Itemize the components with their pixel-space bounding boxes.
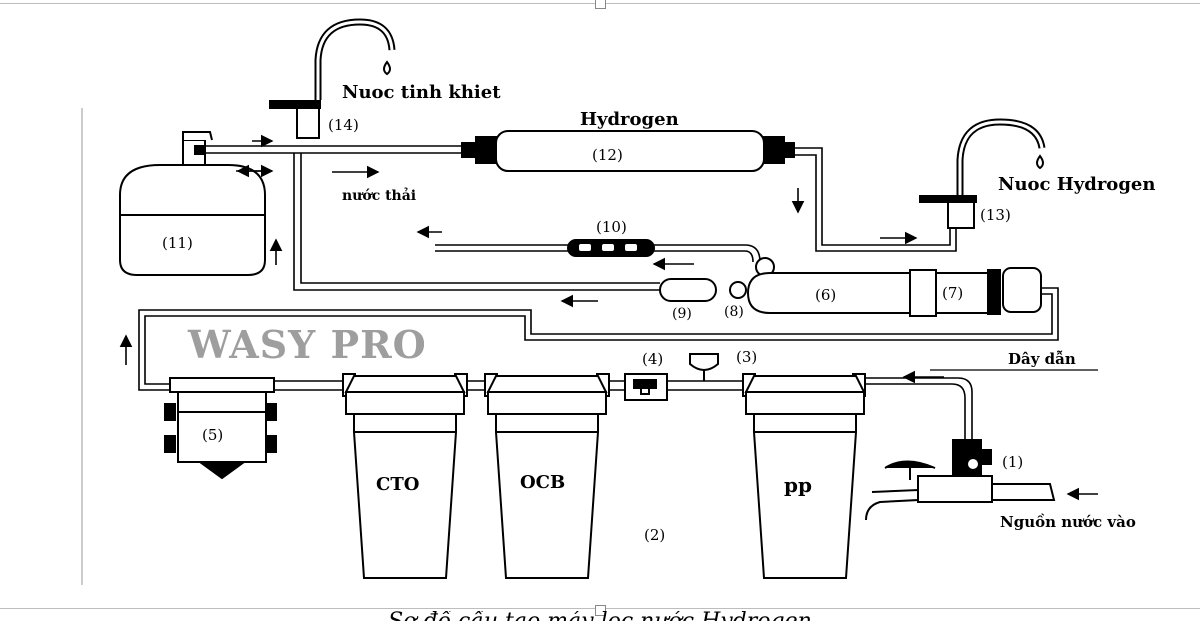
part-4: (4) <box>642 350 663 368</box>
label-hydrogen-water: Nuoc Hydrogen <box>998 174 1155 195</box>
faucet-13 <box>919 118 1046 229</box>
label-ocb: OCB <box>520 472 565 493</box>
part-10: (10) <box>596 218 627 236</box>
part-11: (11) <box>162 234 193 252</box>
label-water-source: Nguồn nước vào <box>1000 513 1136 531</box>
booster-pump-5 <box>164 377 277 480</box>
resize-handle-bottom[interactable] <box>595 605 606 616</box>
label-pp: pp <box>784 473 812 497</box>
resize-handle-top[interactable] <box>595 0 606 9</box>
figure-caption: Sơ đồ cấu tạo máy lọc nước Hydrogen <box>0 611 1200 621</box>
watermark-text: WASY PRO <box>187 322 427 367</box>
filter-ocb <box>484 373 610 579</box>
part-5: (5) <box>202 426 223 444</box>
tubing <box>138 145 1098 440</box>
label-wire: Dây dẫn <box>1008 350 1076 368</box>
part-8: (8) <box>724 304 744 320</box>
valve-9 <box>659 278 717 302</box>
part-6: (6) <box>815 286 836 304</box>
filter-cto <box>342 373 468 579</box>
part-9: (9) <box>672 306 692 322</box>
hydrogen-filter-12 <box>461 130 795 172</box>
label-waste-water: nước thải <box>342 187 416 204</box>
part-14: (14) <box>328 116 359 134</box>
flow-restrictor-10 <box>567 239 655 257</box>
flow-arrows <box>119 134 1098 501</box>
solenoid-valve-3 <box>689 353 719 381</box>
storage-tank-11 <box>119 131 266 276</box>
label-pure-water: Nuoc tinh khiet <box>342 82 501 103</box>
label-hydrogen: Hydrogen <box>580 109 679 130</box>
ro-membrane-6-7 <box>746 257 1042 317</box>
part-3: (3) <box>736 348 757 366</box>
part-13: (13) <box>980 206 1011 224</box>
check-valve-8 <box>729 281 747 299</box>
part-2: (2) <box>644 526 665 544</box>
part-7: (7) <box>942 284 963 302</box>
faucet-14 <box>269 18 396 139</box>
pressure-switch-4 <box>624 373 668 401</box>
label-cto: CTO <box>376 474 419 495</box>
part-12: (12) <box>592 146 623 164</box>
filter-pp <box>742 373 866 579</box>
part-1: (1) <box>1002 453 1023 471</box>
inlet-valve-1 <box>865 439 1056 521</box>
